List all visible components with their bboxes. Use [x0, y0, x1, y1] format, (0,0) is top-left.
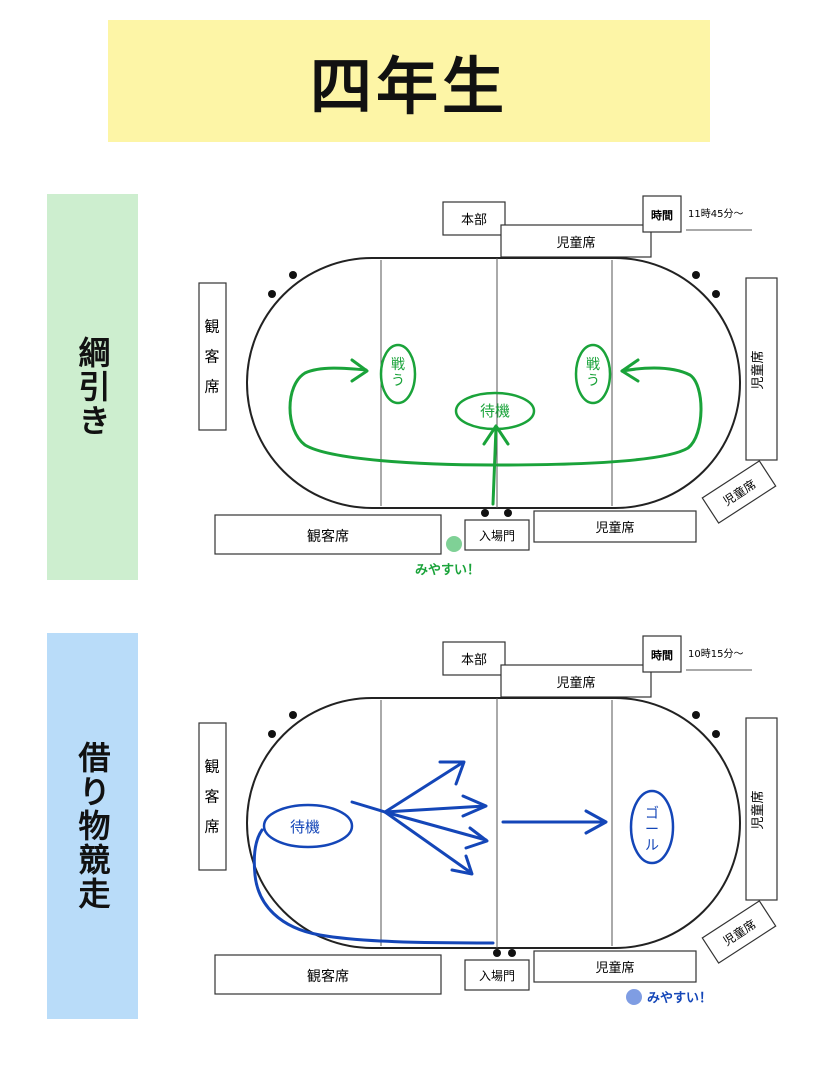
spectator-seats-left-label: 観客席: [204, 317, 219, 395]
field-diagram-svg: 本部 児童席 時間 11時45分〜 観客席 児童席 児童席 観客席 入場門 児童…: [198, 195, 778, 578]
student-seats-corner: [701, 900, 777, 964]
marker-dot: [712, 730, 720, 738]
waiting-area: [454, 391, 536, 431]
marker-dot: [268, 290, 276, 298]
spectator-seats-left: [198, 282, 227, 431]
event-label-text: 借り物競走: [73, 741, 112, 911]
best-view-dot: [626, 989, 642, 1005]
best-view-label: みやすい！: [415, 563, 480, 578]
marker-dot: [493, 949, 501, 957]
student-seats-top-label: 児童席: [556, 235, 595, 251]
best-view-label: みやすい！: [647, 991, 712, 1006]
spectator-seats-bottom-label: 観客席: [307, 968, 349, 985]
movement-arrows: [252, 760, 608, 945]
field-diagram-borrowing-race: 本部 児童席 時間 10時15分〜 観客席 児童席 児童席 観客席 入場門 児童…: [0, 630, 820, 1060]
battle-zone-right-label: 戦う: [586, 357, 600, 389]
marker-dot: [712, 290, 720, 298]
student-seats-bottom: [533, 950, 697, 983]
spectator-seats-bottom: [214, 514, 442, 555]
marker-dot: [692, 711, 700, 719]
track-outline: [246, 257, 741, 509]
entrance-gate-label: 入場門: [479, 969, 515, 983]
battle-zone-right: [574, 343, 612, 405]
time-box: [642, 635, 682, 673]
time-box-label: 時間: [651, 208, 673, 222]
student-seats-corner: [701, 460, 777, 524]
student-seats-right-label: 児童席: [750, 790, 766, 829]
page-title: 四年生: [309, 50, 508, 123]
movement-arrows: [288, 358, 703, 506]
track-outline: [246, 697, 741, 949]
marker-dot: [268, 730, 276, 738]
time-box: [642, 195, 682, 233]
student-seats-right-label: 児童席: [750, 350, 766, 389]
waiting-area: [262, 803, 354, 849]
honbu-box: [442, 641, 506, 676]
student-seats-right: [745, 277, 778, 461]
student-seats-bottom-label: 児童席: [595, 520, 634, 536]
event-label-borrowing-race: 借り物競走: [47, 633, 138, 1019]
field-diagram-tug-of-war: 本部 児童席 時間 11時45分〜 観客席 児童席 児童席 観客席 入場門 児童…: [0, 190, 820, 620]
marker-dot: [289, 711, 297, 719]
title-banner: 四年生: [108, 20, 710, 142]
spectator-seats-bottom-label: 観客席: [307, 528, 349, 545]
honbu-label: 本部: [461, 653, 487, 668]
time-box-label: 時間: [651, 648, 673, 662]
goal-zone: [629, 789, 675, 865]
goal-zone-label: ゴール: [645, 805, 659, 854]
marker-dot: [504, 509, 512, 517]
entrance-gate: [464, 519, 530, 551]
entrance-gate: [464, 959, 530, 991]
battle-zone-left-label: 戦う: [391, 357, 405, 389]
marker-dot: [508, 949, 516, 957]
waiting-area-label: 待機: [290, 818, 320, 836]
field-diagram-svg: 本部 児童席 時間 10時15分〜 観客席 児童席 児童席 観客席 入場門 児童…: [198, 635, 778, 1006]
start-time: 11時45分〜: [688, 208, 743, 220]
student-seats-bottom: [533, 510, 697, 543]
battle-zone-left: [379, 343, 417, 405]
student-seats-top: [500, 224, 652, 258]
spectator-seats-left: [198, 722, 227, 871]
spectator-seats-left-label: 観客席: [204, 757, 219, 835]
best-view-dot: [446, 536, 462, 552]
spectator-seats-bottom: [214, 954, 442, 995]
entrance-gate-label: 入場門: [479, 529, 515, 543]
student-seats-bottom-label: 児童席: [595, 960, 634, 976]
marker-dot: [289, 271, 297, 279]
student-seats-right: [745, 717, 778, 901]
student-seats-top-label: 児童席: [556, 675, 595, 691]
honbu-box: [442, 201, 506, 236]
marker-dot: [692, 271, 700, 279]
event-label-tug-of-war: 綱引き: [47, 194, 138, 580]
waiting-area-label: 待機: [480, 402, 510, 420]
start-time: 10時15分〜: [688, 648, 743, 660]
marker-dot: [481, 509, 489, 517]
honbu-label: 本部: [461, 213, 487, 228]
student-seats-top: [500, 664, 652, 698]
event-label-text: 綱引き: [73, 336, 112, 438]
